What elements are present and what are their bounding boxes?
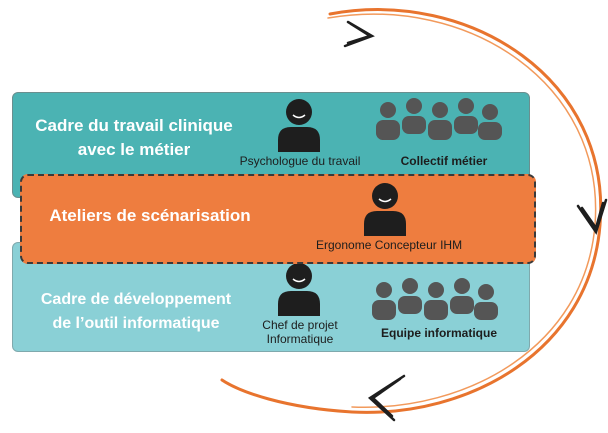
business-collective-label: Collectif métier	[400, 154, 488, 168]
project-manager-label-line-2: Informatique	[266, 332, 334, 346]
it-team-label: Equipe informatique	[380, 326, 497, 340]
business-collective-group-icon	[376, 98, 502, 140]
title-line-1: Cadre de développement	[40, 291, 232, 308]
ergonomist-person-icon	[364, 183, 406, 236]
psychologist-label: Psychologue du travail	[239, 154, 361, 168]
band-software-development-title: Cadre de développement de l’outil inform…	[20, 288, 252, 336]
title-line-2: avec le métier	[77, 140, 191, 159]
project-manager-label-line-1: Chef de projet	[262, 318, 338, 332]
band-scenario-workshops-title: Ateliers de scénarisation	[49, 206, 251, 225]
project-manager-person-icon	[278, 263, 320, 316]
arrowhead-right-icon	[576, 198, 608, 235]
ergonomist-label: Ergonome Concepteur IHM	[316, 238, 463, 252]
arrowhead-bottom-icon	[367, 374, 406, 422]
band-scenario-workshops	[20, 174, 536, 264]
title-line-1: Cadre du travail clinique	[35, 116, 233, 135]
project-manager-label: Chef de projet Informatique	[250, 318, 350, 346]
it-team-group-icon	[372, 278, 498, 320]
band-clinical-work-title: Cadre du travail clinique avec le métier	[20, 114, 248, 162]
arrowhead-top-icon	[343, 20, 375, 48]
title-line-2: de l’outil informatique	[52, 315, 220, 332]
psychologist-person-icon	[278, 99, 320, 152]
